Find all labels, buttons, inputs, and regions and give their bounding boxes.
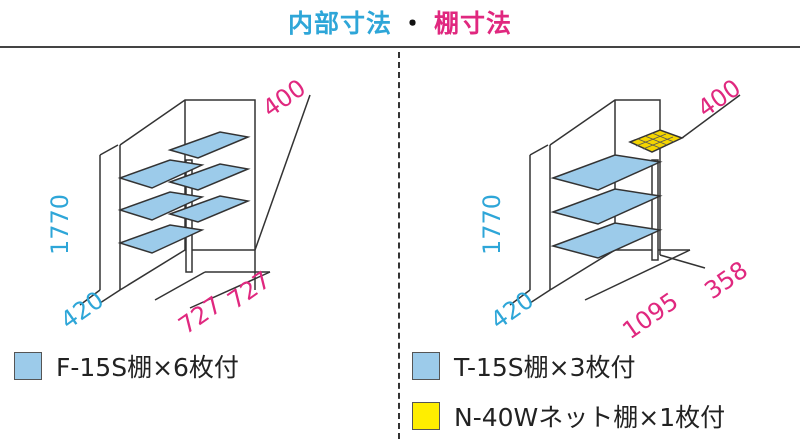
left-height-dim-top bbox=[99, 144, 119, 156]
right-storage-diagram bbox=[509, 94, 741, 306]
left-shelf-2b bbox=[167, 163, 251, 191]
right-net-grid bbox=[635, 132, 675, 150]
right-frame-floor-diag bbox=[549, 249, 616, 291]
net-line-2 bbox=[644, 135, 668, 146]
interior-dimensions-title: 内部寸法 bbox=[287, 9, 392, 38]
left-shelf-2a bbox=[117, 191, 205, 221]
left-depth-label: 420 bbox=[55, 286, 109, 335]
shelf-dimensions-title: 棚寸法 bbox=[434, 9, 513, 38]
left-storage-diagram bbox=[79, 94, 311, 309]
right-width-b-label: 358 bbox=[699, 256, 753, 305]
right-shelf-depth-label: 400 bbox=[692, 74, 746, 123]
title-separator: ・ bbox=[399, 9, 426, 38]
left-shelf-1b bbox=[167, 131, 251, 159]
right-shelf-3 bbox=[550, 222, 663, 259]
right-depth-dim-line bbox=[509, 289, 531, 306]
legend-left-label-1: F-15S棚×6枚付 bbox=[56, 353, 239, 382]
left-width-dim-b bbox=[189, 271, 271, 309]
left-frame-back bbox=[119, 99, 256, 290]
net-line-3 bbox=[651, 132, 675, 143]
page-header: 内部寸法・棚寸法 bbox=[0, 0, 800, 48]
net-line-4 bbox=[635, 133, 667, 147]
right-net-shelf bbox=[628, 129, 684, 153]
right-shelf-1 bbox=[550, 154, 663, 191]
right-depth-dim-tick bbox=[529, 289, 551, 304]
legend-blue-swatch bbox=[14, 352, 42, 380]
right-depth-label: 420 bbox=[485, 286, 539, 335]
center-divider bbox=[398, 52, 400, 439]
left-shelf-depth-dim-line bbox=[254, 94, 311, 251]
left-depth-dim-tick bbox=[99, 289, 121, 304]
right-frame-back bbox=[549, 99, 661, 255]
legend-right-item-1: T-15S棚×3枚付 bbox=[412, 348, 636, 384]
left-width-dim-a bbox=[154, 271, 206, 301]
legend-right-item-2: N-40Wネット棚×1枚付 bbox=[412, 398, 725, 434]
legend-right-label-2: N-40Wネット棚×1枚付 bbox=[454, 403, 726, 432]
right-height-label: 1770 bbox=[478, 194, 506, 255]
net-line-5 bbox=[642, 136, 674, 150]
right-width-a-label: 1095 bbox=[617, 287, 683, 345]
left-shelf-3a bbox=[117, 224, 205, 254]
left-frame-floor-diag bbox=[119, 249, 186, 291]
legend-yellow-swatch bbox=[412, 402, 440, 430]
legend-blue-swatch-right bbox=[412, 352, 440, 380]
left-width-a-label: 727 bbox=[173, 291, 227, 340]
net-line-1 bbox=[637, 138, 661, 149]
left-height-label: 1770 bbox=[46, 194, 74, 255]
left-shelf-1a bbox=[117, 159, 205, 189]
right-shelf-depth-dim-line bbox=[681, 94, 741, 139]
legend-right-label-1: T-15S棚×3枚付 bbox=[454, 353, 636, 382]
right-shelf-2 bbox=[550, 188, 663, 225]
legend-left-item-1: F-15S棚×6枚付 bbox=[14, 348, 239, 384]
right-width-dim-b bbox=[659, 254, 706, 269]
left-shelf-3b bbox=[167, 195, 251, 223]
right-height-dim-top bbox=[529, 144, 549, 156]
right-center-post bbox=[651, 159, 659, 261]
left-depth-dim-line bbox=[79, 289, 101, 306]
